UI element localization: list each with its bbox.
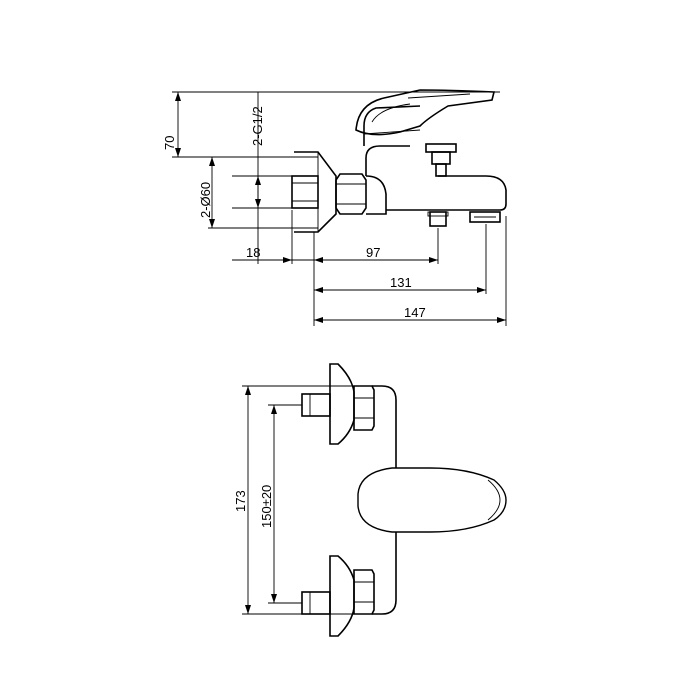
dim-centers-label: 150±20 [259,485,274,528]
inlet-pipe [291,175,319,209]
lever-handle-top [357,467,507,533]
dim-offset-label: 18 [246,245,260,260]
dim-diameter-label: 2-Ø60 [198,182,213,218]
cartridge [363,105,421,146]
aerator [469,211,501,223]
side-view: 70 2-G1/2 2-Ø60 18 97 131 147 [162,89,507,326]
inlet-pipe-bottom [301,591,331,615]
escutcheon [294,151,337,233]
outlet-fitting [429,211,447,227]
hex-nut-top [353,385,375,431]
dim-thread-label: 2-G1/2 [250,106,265,146]
hex-nut [335,173,367,215]
escutcheon-bottom [329,555,355,637]
dim-width-label: 173 [233,490,248,512]
dim-height-label: 70 [162,136,177,150]
escutcheon-top [329,363,355,445]
top-view: 173 150±20 [233,363,507,637]
diverter-knob [425,143,457,153]
inlet-pipe-top [301,393,331,417]
mixer-body [365,175,387,215]
dim-spout-outer-label: 131 [390,275,412,290]
lever-handle [355,89,496,136]
dim-overall-label: 147 [404,305,426,320]
dim-spout-inner-label: 97 [366,245,380,260]
hex-nut-bottom [353,569,375,615]
spout [386,175,507,211]
